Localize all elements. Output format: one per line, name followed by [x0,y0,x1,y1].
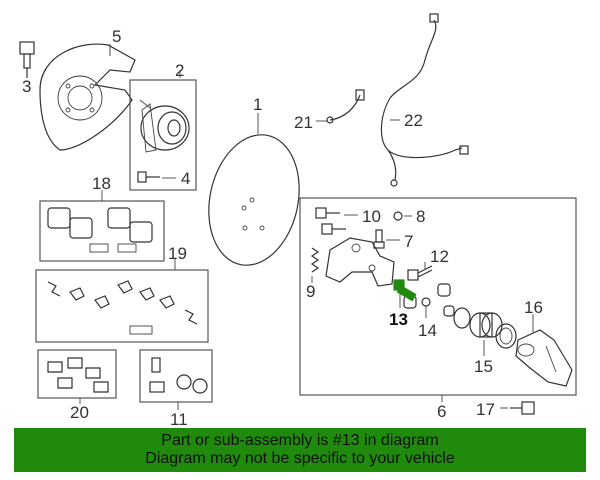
part-20-clips [47,357,109,393]
part-9-spring [310,247,320,273]
part-19-hardware-kit [47,280,198,335]
part-10-bolts [315,207,346,235]
part-7-bleeder [373,229,385,249]
part-22-abs-cable [380,13,469,187]
callout-7: 7 [404,232,413,251]
callout-21: 21 [294,113,313,132]
part-1-brake-rotor [208,134,300,266]
part-8-cap [393,211,403,221]
callout-20: 20 [70,403,89,422]
callout-3: 3 [22,77,31,96]
callout-18: 18 [92,174,111,193]
part-16-caliper-housing [515,329,573,387]
part-21-sensor [326,89,365,124]
part-11-seal-kit [149,357,208,394]
callout-22: 22 [404,111,423,130]
part-20-box [37,349,117,399]
callout-5: 5 [112,27,121,46]
part-15-piston [453,307,517,349]
callout-10: 10 [362,207,381,226]
callout-1: 1 [253,95,262,114]
part-3-bolt [19,41,35,78]
callout-14: 14 [418,321,437,340]
callout-13: 13 [389,310,408,329]
part-13-highlighted-bolt [393,279,417,302]
part-14-cap [421,297,431,307]
callout-2: 2 [175,61,184,80]
part-18-brake-pads [47,207,153,253]
callout-12: 12 [430,247,449,266]
callout-16: 16 [524,298,543,317]
callout-19: 19 [168,244,187,263]
callout-4: 4 [181,169,190,188]
callout-15: 15 [474,357,493,376]
banner-line-2: Diagram may not be specific to your vehi… [145,450,455,467]
part-19-box [35,269,209,343]
part-11-box [139,349,213,403]
info-banner: Part or sub-assembly is #13 in diagram D… [14,428,586,472]
part-2-box [129,79,197,191]
caliper-bracket [325,237,395,287]
callout-9: 9 [306,282,315,301]
callout-6: 6 [437,402,446,421]
callout-8: 8 [416,207,425,226]
part-17-bolt [510,401,535,415]
callout-17: 17 [476,400,495,419]
callout-11: 11 [170,410,188,429]
part-4-hub-bolt [137,171,160,183]
part-6-box [299,197,577,396]
part-12-guide-pin [407,265,433,281]
part-5-dust-shield [39,43,136,151]
part-2-hub-bearing [139,99,190,153]
banner-line-1: Part or sub-assembly is #13 in diagram [161,432,439,449]
